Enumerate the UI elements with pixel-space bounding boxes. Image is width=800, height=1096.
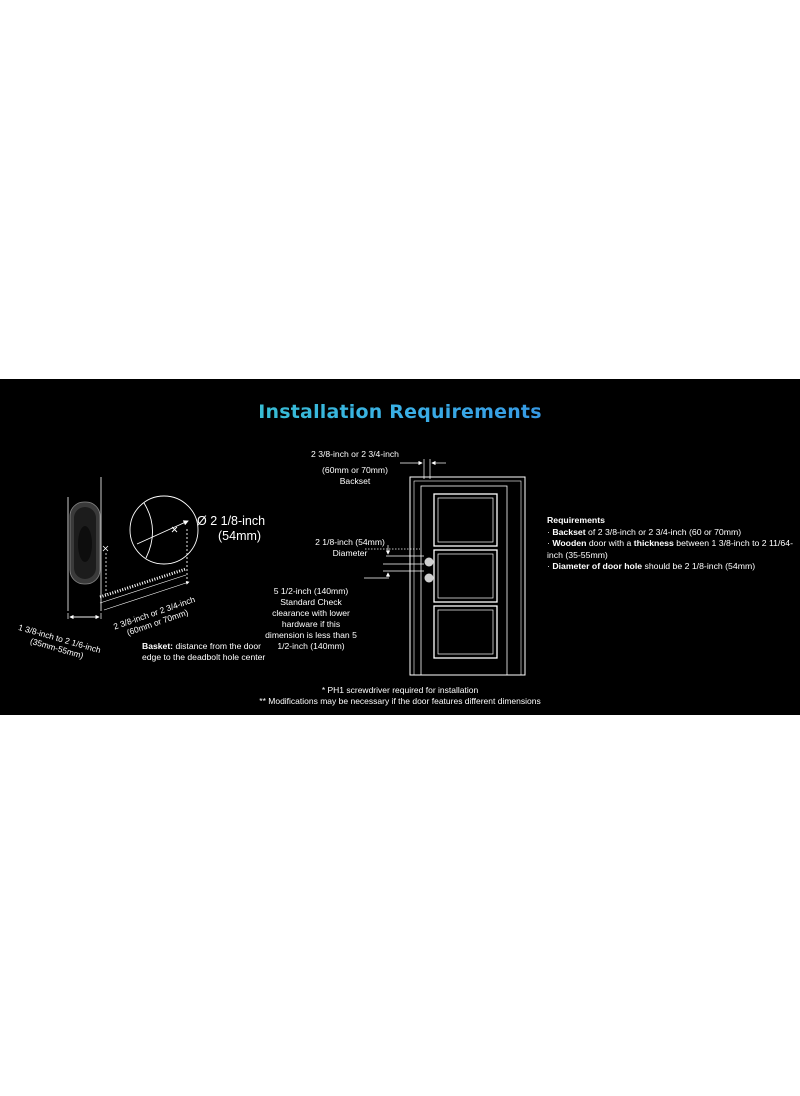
installation-banner: Installation Requirements [0,379,800,715]
thickness-arrow [67,613,102,620]
bullet: · [547,538,553,548]
requirement-thickness: · Wooden door with a thickness between 1… [547,538,797,561]
requirements-panel: Requirements · Backset of 2 3/8-inch or … [547,515,797,573]
door-diameter-word: Diameter [332,548,368,558]
requirement-thickness-text-2: between 1 3/8-inch to 2 11/64-inch (35-5… [547,538,793,560]
standard-clearance-note: 5 1/2-inch (140mm) Standard Check cleara… [265,586,357,651]
door-backset-label: 2 3/8-inch or 2 3/4-inch (60mm or 70mm) … [300,449,410,487]
door-drawing [409,476,526,676]
lock-body-icon [69,501,101,585]
door-diameter-label: 2 1/8-inch (54mm) Diameter [300,537,400,559]
door-edge-drawing [67,477,102,611]
footnotes: * PH1 screwdriver required for installat… [0,685,800,707]
diagram-artwork [67,459,526,676]
requirements-heading: Requirements [547,515,605,525]
bullet: · [547,561,553,571]
requirement-thickness-term: thickness [633,538,674,548]
backset-definition-text: distance from the door edge to the deadb… [142,641,266,662]
door-backset-inch: 2 3/8-inch or 2 3/4-inch [311,449,399,459]
requirement-hole-term: Diameter of door hole [552,561,643,571]
bullet: · [547,526,553,537]
footnote-screwdriver: * PH1 screwdriver required for installat… [321,685,479,695]
hole-center-mark [102,545,109,594]
footnote-modifications: ** Modifications may be necessary if the… [259,696,541,706]
requirement-thickness-text-1: door with a [586,538,634,548]
door-backset-word: Backset [339,476,371,486]
requirement-backset-text: of 2 3/8-inch or 2 3/4-inch (60 or 70mm) [585,526,742,537]
hole-diameter-label: Ø 2 1/8-inch (54mm) [197,514,265,544]
door-dimension-lines [364,459,446,579]
door-backset-mm: (60mm or 70mm) [322,465,388,475]
page-title: Installation Requirements [0,401,800,423]
hole-diameter-mm: (54mm) [218,529,262,543]
hole-diameter-inch: Ø 2 1/8-inch [197,514,266,528]
requirement-wooden-term: Wooden [552,538,587,548]
requirement-backset: · Backset of 2 3/8-inch or 2 3/4-inch (6… [547,527,797,539]
door-diameter-value: 2 1/8-inch (54mm) [315,537,385,547]
backset-definition: Basket: distance from the door edge to t… [142,641,277,663]
backset-ruler-icon [99,567,190,611]
requirement-hole-text: should be 2 1/8-inch (54mm) [642,561,756,571]
door-knobs-icon [424,557,434,583]
hole-magnifier-circle [129,495,199,584]
backset-definition-term: Basket: [142,641,174,651]
requirement-hole-diameter: · Diameter of door hole should be 2 1/8-… [547,561,797,573]
requirement-backset-term: Backset [552,526,586,537]
